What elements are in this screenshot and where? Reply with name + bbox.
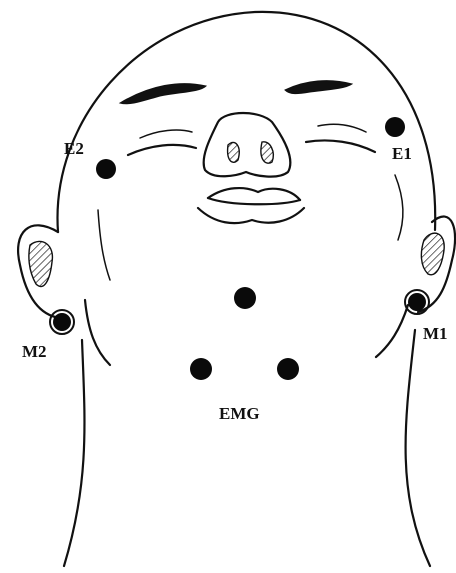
electrode-emg-chin [234, 287, 256, 309]
head-outline [58, 12, 436, 232]
label-emg: EMG [219, 405, 260, 422]
nose [204, 113, 291, 177]
left-cheek-line [98, 210, 110, 280]
label-m2: M2 [22, 343, 47, 360]
left-neck [64, 340, 84, 566]
electrode-m1 [408, 293, 426, 311]
label-e1: E1 [392, 145, 412, 162]
left-jaw [85, 300, 110, 365]
right-eye [306, 124, 375, 152]
mouth [198, 188, 304, 223]
right-jaw [376, 305, 408, 357]
label-m1: M1 [423, 325, 448, 342]
right-neck [406, 330, 430, 566]
label-e2: E2 [64, 140, 84, 157]
electrode-m2 [53, 313, 71, 331]
left-ear [18, 225, 60, 318]
electrode-emg-left [190, 358, 212, 380]
electrode-e2 [96, 159, 116, 179]
right-cheek-line [395, 175, 403, 240]
electrode-emg-right [277, 358, 299, 380]
left-eyebrow [120, 84, 206, 104]
electrode-e1 [385, 117, 405, 137]
right-eyebrow [285, 81, 352, 94]
left-eye [128, 130, 196, 155]
